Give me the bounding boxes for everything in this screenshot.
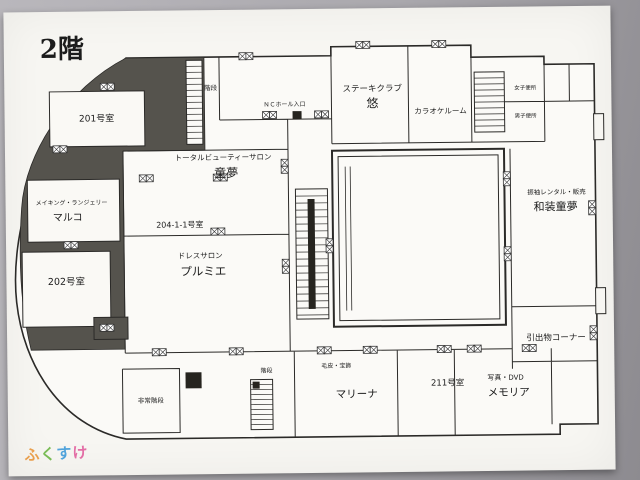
label-emergency-stairs: 非常階段 [138,396,165,405]
right-wall-bay-2 [595,287,607,315]
hall-stage-lines [344,166,353,311]
door-symbol [99,323,115,332]
label-kimono-2: 和装童夢 [534,199,578,213]
label-photo-dvd-1: 写真・DVD [487,373,524,382]
label-beauty-salon-2: 童夢 [214,165,238,180]
label-room-204: 204-1-1号室 [156,219,203,230]
label-beauty-salon-1: トータルビューティーサロン [175,152,272,162]
label-photo-dvd-2: メモリア [488,387,530,399]
label-dress-salon-2: プルミエ [180,264,226,279]
stairs-bottom-landing [252,381,260,389]
label-room-202: 202号室 [48,276,85,288]
label-making-2: マルコ [53,213,83,224]
elevator-shaft [185,372,202,389]
label-wc-women: 女子便所 [514,83,537,91]
room-202-box [21,250,112,328]
label-marina: マリーナ [336,388,378,400]
floor-plan-drawing: 2階 201号室 階段 ＮＣホール入口 ステーキクラブ 悠 カラオケルーム 女子… [14,35,607,440]
label-wc-men: 男子便所 [515,111,538,119]
label-room-201: 201号室 [79,112,114,124]
label-nc-hall-entrance: ＮＣホール入口 [263,101,305,108]
main-hall-inner-wall [337,154,501,322]
right-wall-bay-1 [593,113,605,141]
label-stairs-bottom: 階段 [260,366,272,374]
room-maruko-box [26,178,121,243]
stairs-top-icon [185,59,204,145]
stairs-restroom-icon [473,71,506,133]
label-kimono-1: 振袖レンタル・販売 [527,187,586,197]
floor-title: 2階 [40,35,84,65]
label-making-1: メイキング・ランジェリー [36,198,108,207]
watermark-text: ふくすけ [24,443,89,465]
label-steak-club-2: 悠 [366,95,378,110]
stairs-bottom-icon [250,378,274,431]
label-gift-corner: 引出物コーナー [526,332,586,344]
label-dress-salon-1: ドレスサロン [178,251,223,261]
hall-entrance-mark [292,111,302,120]
label-fur-jewelry: 毛皮・宝飾 [321,362,351,370]
escalator-rail [307,198,316,310]
label-room-211: 211号室 [431,377,465,388]
room-201-box [48,90,146,148]
label-stairs-top: 階段 [204,83,218,92]
floor-plan-paper: 2階 201号室 階段 ＮＣホール入口 ステーキクラブ 悠 カラオケルーム 女子… [3,5,616,477]
label-steak-club-1: ステーキクラブ [342,83,402,95]
label-karaoke: カラオケルーム [414,106,466,116]
